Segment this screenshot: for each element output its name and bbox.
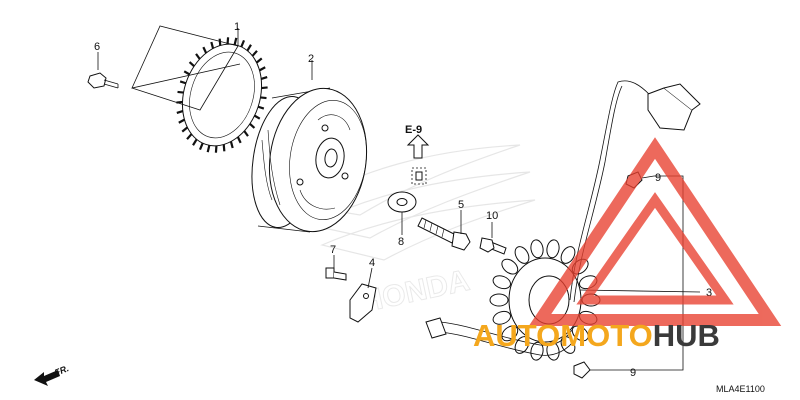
screw-7	[325, 255, 347, 281]
callout-10: 10	[486, 210, 498, 222]
front-direction-label: FR.	[53, 363, 70, 378]
watermark-word-hub: HUB	[653, 318, 720, 353]
bracket-4	[349, 267, 377, 323]
flywheel	[251, 87, 368, 233]
watermark-word-moto: MOTO	[560, 318, 652, 353]
bolt-5	[417, 210, 471, 251]
wiring-harness	[425, 80, 701, 356]
bolt-10	[479, 222, 507, 255]
reference-label: E-9	[405, 124, 422, 136]
callout-4: 4	[369, 257, 375, 269]
clamp-9-lower	[573, 361, 628, 379]
watermark-triangle-logo	[528, 137, 782, 326]
watermark-text: AUTOMOTOHUB	[473, 318, 720, 353]
callout-2: 2	[308, 53, 314, 65]
watermark-word-auto: AUTO	[473, 318, 560, 353]
reference-arrow	[406, 134, 430, 159]
leader-lines	[97, 25, 701, 371]
callout-3: 3	[706, 287, 712, 299]
bolt-e9-dashed	[411, 167, 427, 185]
callout-1: 1	[234, 21, 240, 33]
callout-8: 8	[398, 236, 404, 248]
callout-9-lower: 9	[630, 367, 636, 379]
front-direction-arrow: FR.	[34, 363, 70, 386]
bolt-6	[87, 72, 119, 89]
callout-7: 7	[330, 244, 336, 256]
watermark: AUTOMOTOHUB	[473, 137, 782, 353]
callout-9-upper: 9	[655, 172, 661, 184]
diagram-code: MLA4E1100	[716, 384, 765, 394]
washer-8	[387, 191, 417, 235]
callout-5: 5	[458, 199, 464, 211]
reluctor-ring	[176, 37, 268, 153]
callout-6: 6	[94, 41, 100, 53]
